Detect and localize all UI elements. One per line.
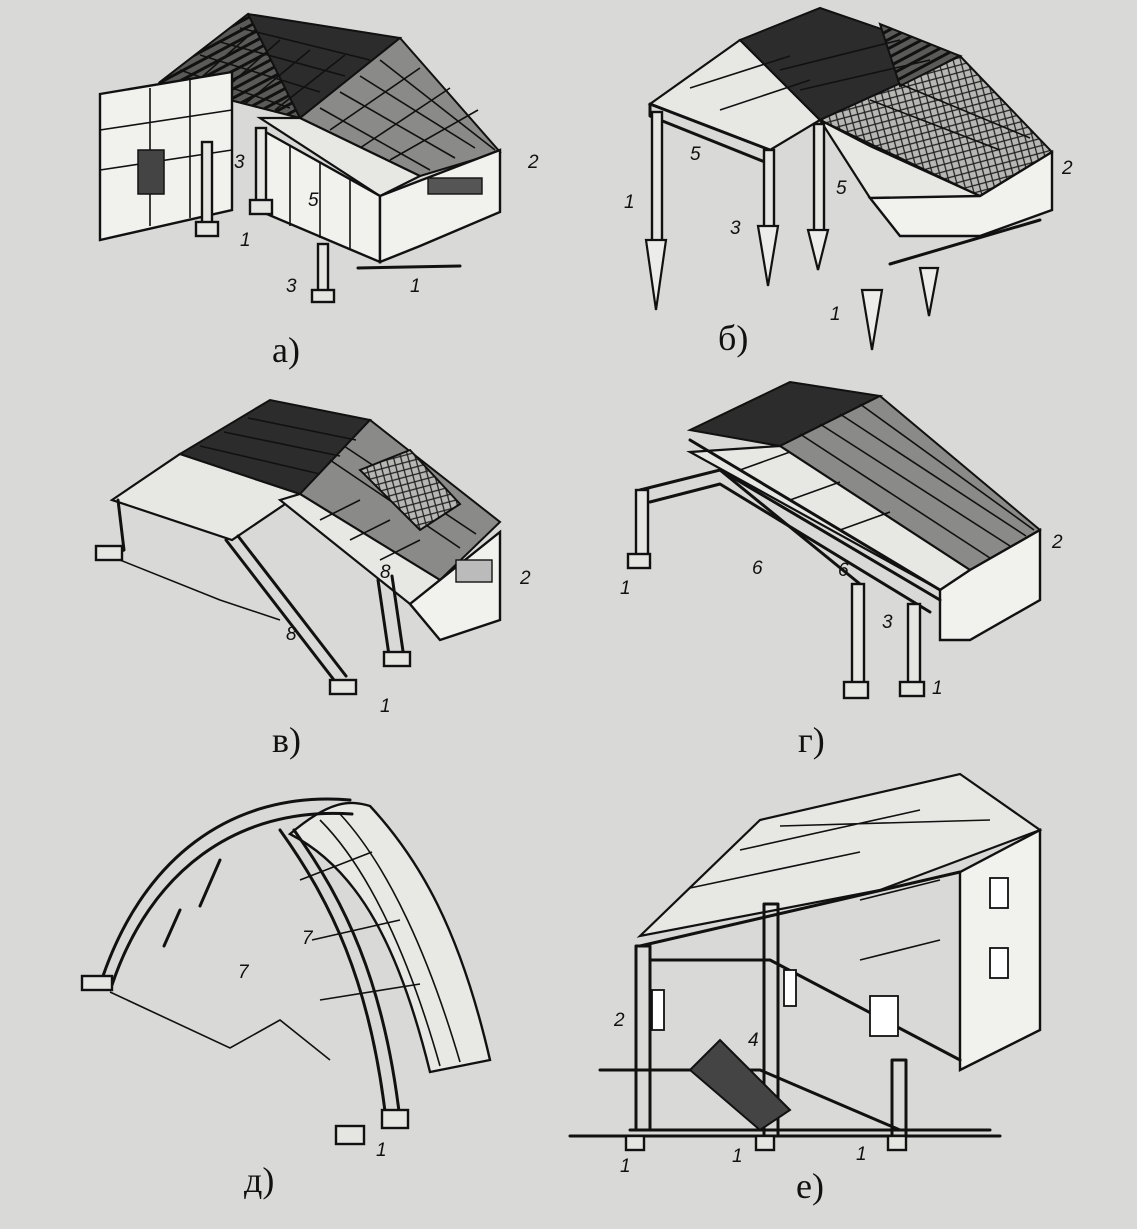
- label-e-3: 1: [620, 1156, 631, 1177]
- label-b-1: 5: [690, 144, 701, 165]
- label-g-5: 1: [620, 578, 631, 599]
- label-e-2: 4: [748, 1030, 759, 1051]
- label-a-2: 1: [240, 230, 251, 251]
- figure-v: 8 2 8 1 в): [94, 398, 531, 760]
- label-v-3: 8: [286, 624, 297, 645]
- label-a-5: 3: [286, 276, 297, 297]
- label-e-4: 1: [732, 1146, 743, 1167]
- label-g-3: 2: [1051, 532, 1063, 553]
- figure-e-drawing: [568, 772, 1043, 1152]
- caption-v: в): [272, 720, 301, 760]
- label-a-3: 5: [308, 190, 319, 211]
- label-a-1: 3: [234, 152, 245, 173]
- label-d-2: 7: [302, 928, 314, 949]
- caption-d: д): [244, 1160, 274, 1200]
- label-b-4: 1: [624, 192, 635, 213]
- label-b-5: 3: [730, 218, 741, 239]
- label-e-5: 1: [856, 1144, 867, 1165]
- figure-g-drawing: [626, 380, 1042, 700]
- label-a-4: 2: [527, 152, 539, 173]
- label-v-2: 2: [519, 568, 531, 589]
- label-b-6: 1: [830, 304, 841, 325]
- figure-b-drawing: [644, 6, 1054, 351]
- label-b-2: 5: [836, 178, 847, 199]
- label-g-4: 3: [882, 612, 893, 633]
- label-d-3: 1: [376, 1140, 387, 1161]
- caption-g: г): [798, 720, 825, 760]
- caption-a: а): [272, 330, 300, 370]
- figure-d: 7 7 1 д): [80, 797, 492, 1200]
- figure-a-drawing: [98, 12, 502, 304]
- label-g-6: 1: [932, 678, 943, 699]
- figure-g: 6 6 2 3 1 1 г): [620, 380, 1063, 760]
- figure-e: 2 4 1 1 1 е): [568, 772, 1043, 1206]
- caption-e: е): [796, 1166, 824, 1206]
- figure-v-drawing: [94, 398, 502, 696]
- label-b-3: 2: [1061, 158, 1073, 179]
- label-e-1: 2: [613, 1010, 625, 1031]
- label-g-1: 6: [752, 558, 763, 579]
- label-v-4: 1: [380, 696, 391, 717]
- figure-a: 3 1 5 2 3 1 а): [98, 12, 539, 370]
- label-g-2: 6: [838, 560, 849, 581]
- label-d-1: 7: [238, 962, 250, 983]
- label-a-6: 1: [410, 276, 421, 297]
- figure-d-drawing: [80, 797, 492, 1146]
- figure-b: 5 5 2 1 3 1 б): [624, 6, 1073, 358]
- caption-b: б): [718, 318, 748, 358]
- label-v-1: 8: [380, 562, 391, 583]
